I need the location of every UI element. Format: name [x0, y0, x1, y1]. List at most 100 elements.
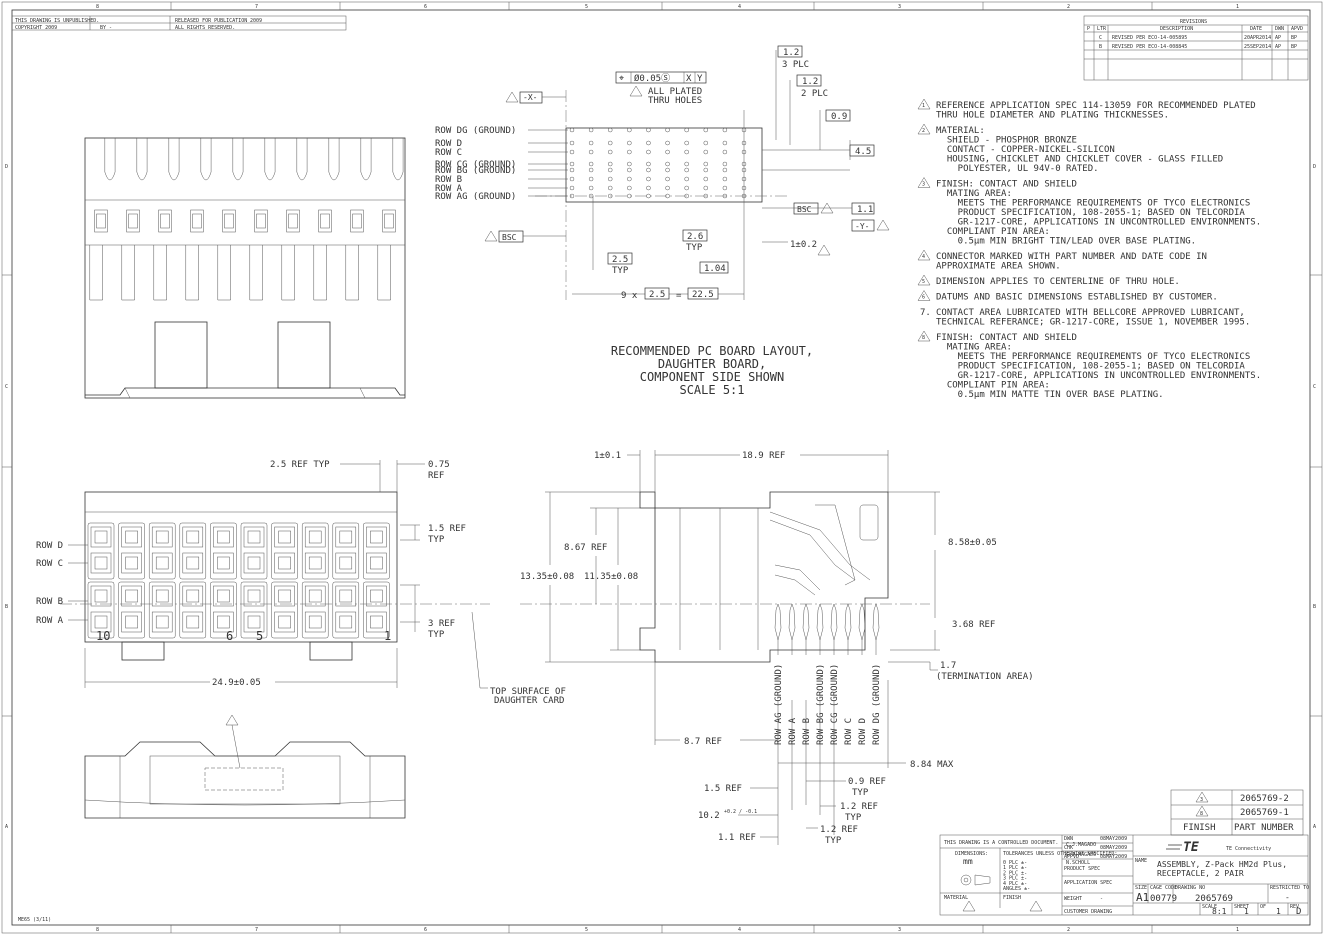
- zone-right-a: A: [1313, 824, 1316, 830]
- connector-front-view: ROW D ROW C ROW B ROW A 10 6 5 1 2.5 REF…: [36, 460, 566, 706]
- note-3-line: MATING AREA:: [936, 189, 1012, 199]
- dim-3-typ: TYP: [428, 630, 445, 640]
- note-4-line: APPROXIMATE AREA SHOWN.: [936, 262, 1061, 272]
- note-6-flag-icon: [917, 290, 931, 301]
- rev-col-dwn: DWN: [1275, 26, 1284, 32]
- top-view-window-inner: [96, 213, 106, 229]
- plated-thru-hole: [627, 149, 632, 155]
- pcb-row-label: ROW BG (GROUND): [435, 166, 516, 176]
- side-row-label: ROW CG (GROUND): [830, 664, 840, 745]
- tb-dwn: DWN: [1064, 836, 1073, 842]
- rev-row1-apvd: BP: [1291, 35, 1297, 41]
- front-contact-lower: [304, 552, 326, 574]
- top-view-slot: [185, 245, 199, 301]
- tb-scale: 8:1: [1212, 907, 1227, 916]
- plated-thru-hole: [607, 167, 613, 173]
- datum-x-label: -X-: [523, 93, 537, 102]
- plated-thru-hole: [703, 161, 709, 167]
- front-contact-upper: [274, 585, 295, 607]
- plated-thru-hole: [607, 140, 613, 146]
- plated-thru-hole: [703, 167, 709, 173]
- title-block: THIS DRAWING IS A CONTROLLED DOCUMENT. D…: [939, 834, 1309, 917]
- termination-area: (TERMINATION AREA): [936, 672, 1034, 682]
- front-contact-cell: [363, 581, 390, 639]
- zone-left-b: B: [5, 604, 8, 610]
- plated-thru-hole: [684, 140, 689, 146]
- part-number-2: 2065769-2: [1240, 794, 1289, 804]
- header-line2: COPYRIGHT 2009: [15, 25, 57, 31]
- tb-restricted: -: [1285, 893, 1290, 902]
- zone-bottom-1: 1: [1236, 927, 1239, 933]
- rev-row1-desc: REVISED PER ECO-14-005895: [1112, 35, 1187, 41]
- rev-row2-apvd: BP: [1291, 44, 1297, 50]
- plated-thru-hole: [607, 193, 613, 199]
- tb-name-label: NAME: [1135, 858, 1147, 864]
- dim-3-ref: 3 REF: [428, 619, 455, 629]
- note-2-number: 2: [922, 128, 925, 134]
- plated-thru-hole: [665, 140, 670, 146]
- tb-controlled: THIS DRAWING IS A CONTROLLED DOCUMENT.: [944, 840, 1058, 846]
- front-contact-cell: [332, 581, 360, 639]
- top-view-slot: [377, 245, 391, 301]
- finish-flag-3-icon: [1195, 791, 1209, 803]
- plated-thru-hole: [684, 161, 689, 167]
- dim-1-04: 1.04: [704, 264, 726, 274]
- plated-thru-hole: [627, 140, 632, 146]
- front-contact-upper: [121, 585, 142, 607]
- note-7-number: 7.: [920, 308, 931, 318]
- plated-thru-hole: [588, 140, 594, 146]
- front-contact-cell: [210, 581, 237, 639]
- dim-1-2-a: 1.2: [783, 48, 799, 58]
- tb-finish: FINISH: [1003, 895, 1021, 901]
- plated-thru-hole: [684, 167, 689, 173]
- tb-appvd-date: 08MAY2009: [1100, 854, 1127, 860]
- plated-thru-hole: [607, 149, 613, 155]
- top-view-window-inner: [224, 213, 234, 229]
- header-line1: THIS DRAWING IS UNPUBLISHED.: [15, 18, 99, 24]
- front-contact-lower: [366, 552, 387, 574]
- front-contact-upper: [182, 585, 204, 607]
- plated-thru-hole: [607, 185, 613, 191]
- tb-cage: 00779: [1150, 894, 1177, 904]
- tb-application-spec: APPLICATION SPEC: [1064, 880, 1112, 886]
- note-1-number: 1: [922, 103, 925, 109]
- dim-1-5-typ: TYP: [428, 535, 445, 545]
- tb-dwg: 2065769: [1195, 894, 1233, 904]
- front-row-d: ROW D: [36, 541, 63, 551]
- side-row-label: ROW B: [802, 718, 812, 745]
- rev-row1-ltr: C: [1099, 35, 1102, 41]
- front-contact-cell: [179, 581, 207, 639]
- top-view-slot: [217, 245, 231, 301]
- plated-thru-hole: [665, 167, 670, 173]
- note-flag-6-icon: [505, 91, 519, 103]
- tb-dimensions: DIMENSIONS:: [955, 851, 988, 857]
- plated-thru-hole: [588, 127, 594, 133]
- tb-chk: CHK: [1064, 845, 1073, 851]
- front-contact-lower: [274, 611, 295, 633]
- note-8-line: 0.5μm MIN MATTE TIN OVER BASE PLATING.: [936, 390, 1164, 400]
- dim-0-9-typ: TYP: [852, 788, 869, 798]
- datum-y-label: -Y-: [855, 222, 869, 231]
- copyright-header: THIS DRAWING IS UNPUBLISHED. RELEASED FO…: [11, 15, 347, 31]
- note-7-line: TECHNICAL REFERANCE; GR-1217-CORE, ISSUE…: [936, 318, 1250, 328]
- compliant-pin: [830, 603, 838, 641]
- side-row-label: ROW BG (GROUND): [816, 664, 826, 745]
- plated-thru-hole: [665, 176, 670, 182]
- dim-10-2: 10.2: [698, 811, 720, 821]
- plated-thru-hole: [569, 127, 575, 133]
- pcb-row-label: ROW C: [435, 148, 462, 158]
- front-row-c: ROW C: [36, 559, 63, 569]
- pcb-row-label: ROW AG (GROUND): [435, 192, 516, 202]
- top-view-window: [382, 209, 396, 233]
- zone-bottom-7: 7: [255, 927, 258, 933]
- side-row-label: ROW DG (GROUND): [872, 664, 882, 745]
- dim-3-68-ref: 3.68 REF: [952, 620, 995, 630]
- side-row-label: ROW A: [788, 717, 798, 745]
- top-view-window-inner: [384, 213, 394, 229]
- tb-units: mm: [963, 857, 973, 866]
- plated-thru-hole: [646, 185, 651, 191]
- plated-thru-hole: [684, 176, 689, 182]
- top-surface-1: TOP SURFACE OF: [490, 687, 566, 697]
